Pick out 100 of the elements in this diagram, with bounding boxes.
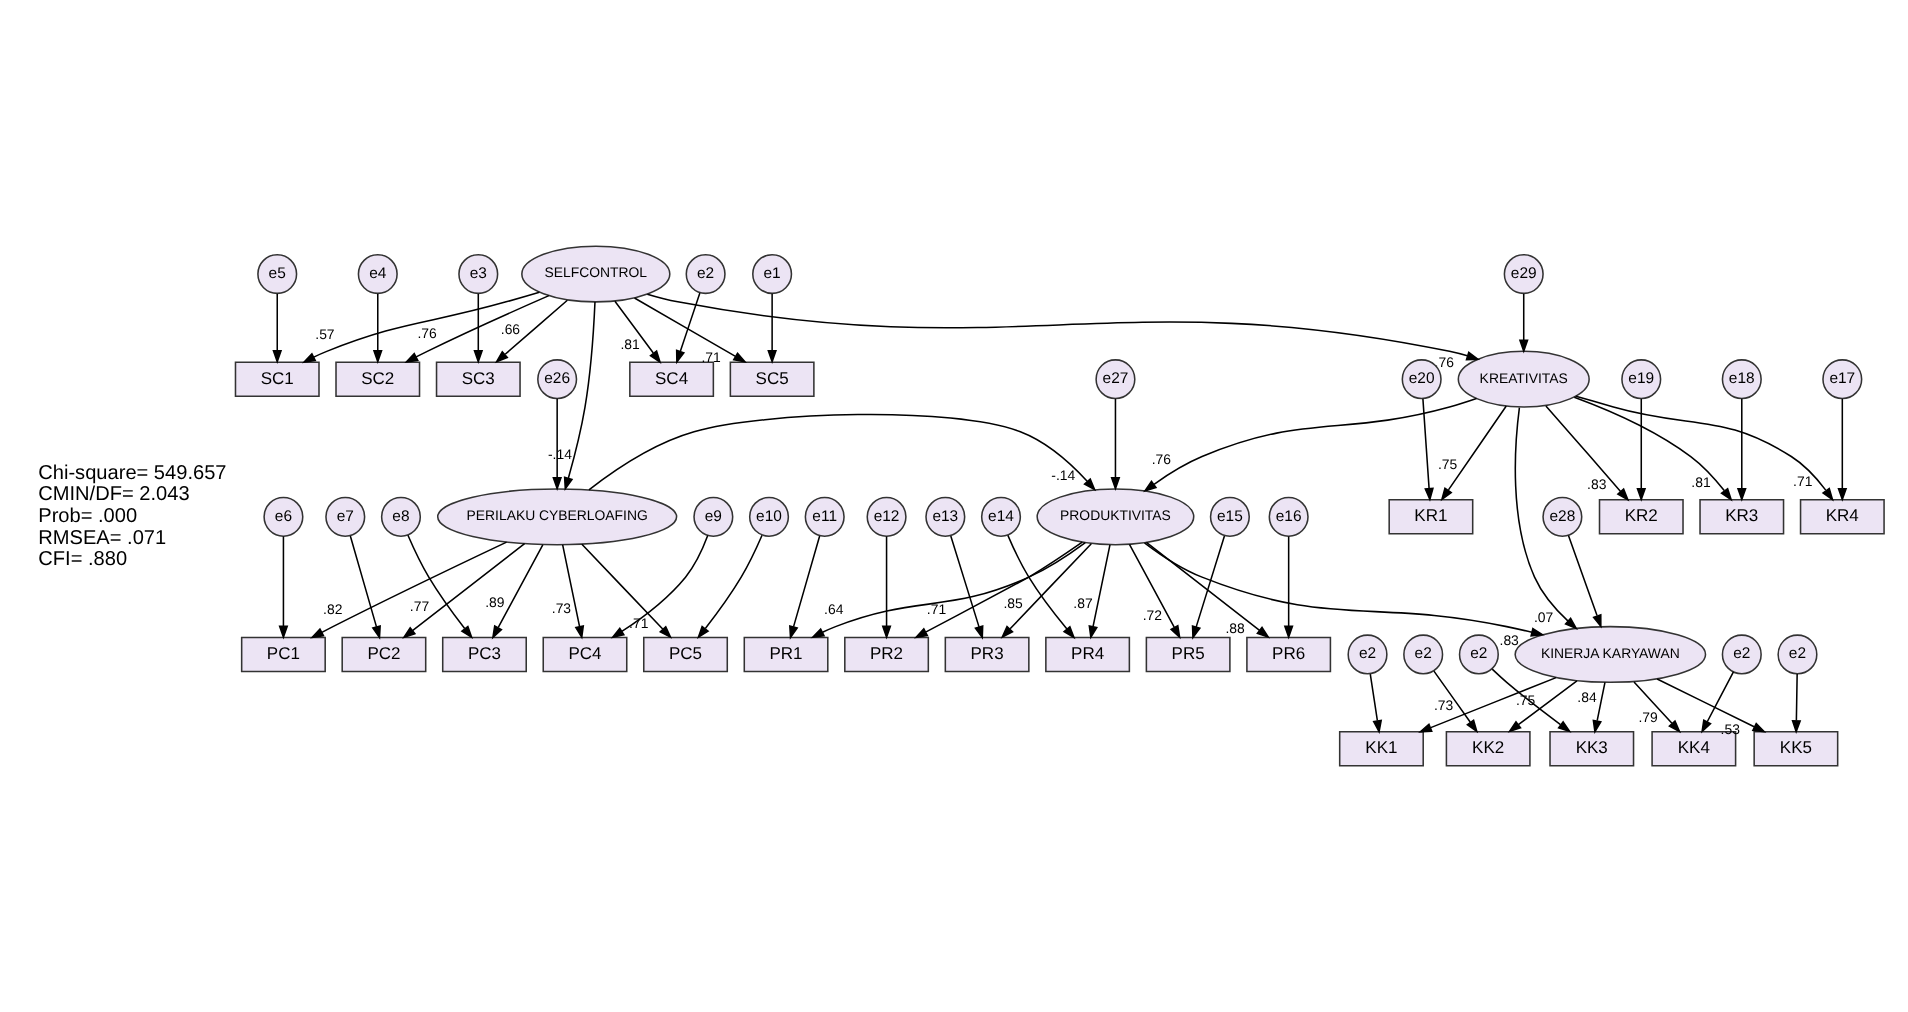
arrow bbox=[406, 534, 473, 640]
arrow bbox=[1439, 405, 1507, 502]
node-circle: e3 bbox=[457, 253, 498, 295]
arrow bbox=[766, 293, 776, 364]
arrow bbox=[788, 535, 820, 640]
label: RMSEA= .071 bbox=[37, 527, 166, 550]
node-box: PC5 bbox=[642, 636, 728, 673]
arrow bbox=[551, 398, 562, 491]
arrow bbox=[999, 542, 1092, 639]
node-box: SC2 bbox=[334, 361, 420, 397]
node-box: PC2 bbox=[340, 636, 426, 673]
node-circle: e26 bbox=[536, 359, 577, 400]
node-circle: e2 bbox=[1346, 634, 1387, 675]
node-circle: e16 bbox=[1267, 496, 1308, 537]
node-circle: e8 bbox=[379, 496, 421, 537]
node-box: SC5 bbox=[728, 361, 814, 397]
arrow bbox=[1282, 535, 1293, 640]
node-circle: e2 bbox=[1457, 634, 1498, 675]
label: Prob= .000 bbox=[37, 506, 137, 529]
arrow bbox=[348, 535, 380, 640]
arrow bbox=[1836, 398, 1847, 502]
node-circle: e20 bbox=[1400, 359, 1441, 400]
arrow bbox=[1490, 668, 1571, 733]
arrow bbox=[809, 541, 1086, 639]
arrow bbox=[1142, 542, 1544, 637]
arrow bbox=[1655, 678, 1766, 733]
node-circle: e15 bbox=[1208, 496, 1249, 537]
arrow bbox=[695, 534, 762, 640]
arrow bbox=[880, 535, 891, 640]
node-box: SC4 bbox=[628, 361, 714, 397]
arrow bbox=[1421, 398, 1433, 502]
arrow bbox=[1432, 670, 1478, 734]
node-circle: e17 bbox=[1821, 359, 1862, 400]
arrow bbox=[560, 544, 584, 640]
arrow bbox=[1368, 673, 1382, 734]
label: Chi-square= 549.657 bbox=[37, 462, 226, 485]
node-box: KR3 bbox=[1698, 499, 1784, 535]
node-box: SC3 bbox=[434, 361, 520, 397]
arrow bbox=[1574, 395, 1833, 502]
arrow bbox=[1517, 293, 1528, 354]
node-circle: e4 bbox=[356, 253, 397, 295]
arrow bbox=[1109, 398, 1120, 491]
arrow bbox=[371, 293, 382, 364]
label: CMIN/DF= 2.043 bbox=[37, 484, 189, 507]
node-box: PR4 bbox=[1044, 636, 1130, 673]
arrow bbox=[1544, 405, 1629, 502]
arrow bbox=[580, 543, 672, 639]
arrow bbox=[1513, 406, 1577, 630]
arrow bbox=[1142, 397, 1477, 493]
node-circle: e7 bbox=[324, 496, 365, 537]
node-circle: e14 bbox=[979, 496, 1021, 537]
arrow bbox=[1566, 534, 1601, 629]
arrow bbox=[1417, 676, 1556, 733]
node-box: PR6 bbox=[1245, 636, 1331, 673]
arrow bbox=[1144, 541, 1270, 639]
node-box: KK1 bbox=[1337, 731, 1423, 767]
arrow bbox=[271, 293, 282, 364]
node-box: PR3 bbox=[943, 636, 1029, 673]
node-circle: e2 bbox=[684, 253, 725, 295]
node-circle: e9 bbox=[692, 496, 733, 537]
node-box: KR4 bbox=[1798, 499, 1884, 535]
node-circle: e12 bbox=[865, 496, 906, 537]
node-box: PR2 bbox=[843, 636, 929, 673]
arrow bbox=[490, 544, 543, 640]
arrow bbox=[1635, 398, 1646, 502]
node-box: SC1 bbox=[233, 361, 319, 397]
arrow bbox=[674, 292, 700, 365]
node-circle: e19 bbox=[1620, 359, 1661, 400]
label: CFI= .880 bbox=[37, 549, 127, 572]
node-box: KK3 bbox=[1548, 731, 1634, 767]
node-circle: e13 bbox=[924, 496, 965, 537]
arrow bbox=[632, 297, 747, 364]
node-box: PC3 bbox=[440, 636, 526, 673]
arrow bbox=[1572, 396, 1732, 502]
node-box: KK4 bbox=[1650, 731, 1736, 767]
arrow bbox=[403, 294, 549, 364]
node-box: PC1 bbox=[239, 636, 325, 673]
arrow bbox=[1006, 534, 1075, 640]
node-box: PC4 bbox=[541, 636, 627, 673]
node-box: KR2 bbox=[1597, 499, 1683, 535]
node-circle: e2 bbox=[1402, 634, 1443, 675]
arrow bbox=[912, 541, 1083, 639]
node-circle: e27 bbox=[1094, 359, 1135, 400]
node-box: KK2 bbox=[1444, 731, 1530, 767]
arrow bbox=[472, 293, 483, 364]
node-box: KR1 bbox=[1387, 499, 1473, 535]
arrow bbox=[1632, 681, 1681, 734]
arrow bbox=[1591, 681, 1605, 735]
node-box: PR1 bbox=[742, 636, 828, 673]
arrow bbox=[309, 541, 507, 639]
arrow bbox=[493, 299, 568, 364]
arrow bbox=[1700, 671, 1734, 734]
arrow bbox=[609, 534, 708, 639]
node-circle: e10 bbox=[747, 496, 789, 537]
node-circle: e2 bbox=[1720, 634, 1761, 675]
node-circle: e1 bbox=[751, 253, 792, 295]
arrow bbox=[587, 413, 1096, 492]
node-circle: e29 bbox=[1502, 253, 1543, 295]
arrow bbox=[613, 300, 661, 364]
arrow bbox=[562, 301, 595, 492]
